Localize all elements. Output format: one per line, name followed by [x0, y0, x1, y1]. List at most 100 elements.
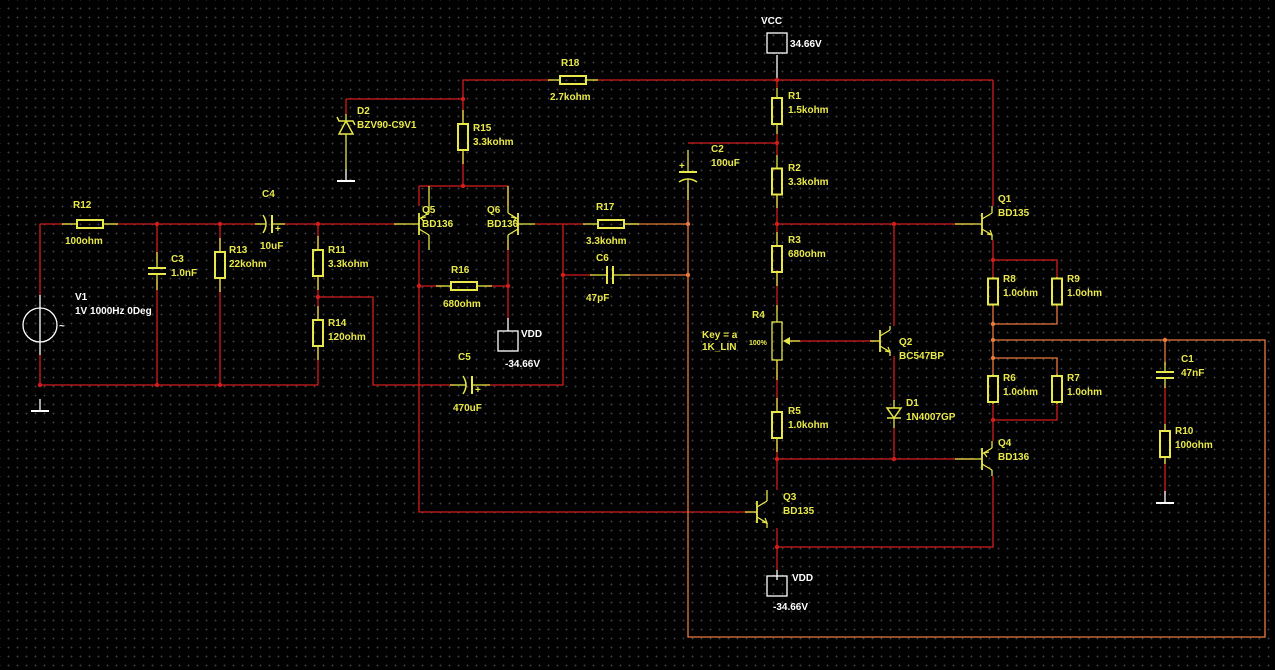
- emitter-arrow: [884, 346, 891, 353]
- polarity-plus: +: [679, 161, 685, 172]
- junction-dot: [154, 382, 160, 388]
- lead: [756, 516, 768, 524]
- capacitor-value: 10uF: [260, 241, 283, 252]
- resistor-body: [450, 281, 478, 291]
- source-ref: V1: [75, 292, 88, 303]
- resistor-body: [1159, 430, 1171, 458]
- resistor-value: 3.3kohm: [473, 137, 514, 148]
- resistor-r5[interactable]: R51.0kohm: [771, 398, 829, 452]
- polarity-plus: +: [275, 224, 281, 235]
- resistor-r1[interactable]: R11.5kohm: [771, 88, 829, 134]
- resistor-r11[interactable]: R11 3.3kohm: [312, 236, 369, 290]
- capacitor-c4[interactable]: + C4 10uF: [255, 189, 285, 252]
- capacitor-c3[interactable]: C31.0nF: [148, 252, 197, 290]
- junction-dot: [774, 77, 780, 83]
- resistor-ref: R10: [1175, 426, 1194, 437]
- resistor-body: [457, 123, 469, 151]
- resistor-ref: R13: [229, 245, 248, 256]
- resistor-body: [1051, 277, 1063, 306]
- lead: [879, 345, 891, 353]
- supply-name: VDD: [521, 329, 542, 340]
- junction-dot: [990, 337, 996, 343]
- junction-dot: [685, 272, 691, 278]
- resistor-r8[interactable]: R81.0ohm: [987, 274, 1038, 306]
- resistor-value: 22kohm: [229, 259, 267, 270]
- emitter-arrow: [419, 216, 427, 223]
- resistor-body: [771, 97, 783, 125]
- junction-dot: [685, 221, 691, 227]
- resistor-ref: R12: [73, 200, 92, 211]
- supply-box: [766, 575, 788, 597]
- supply-vdd-lower[interactable]: VDD-34.66V: [766, 573, 813, 613]
- wire: [39, 355, 318, 386]
- transistor-value: BD136: [998, 452, 1030, 463]
- capacitor-ref: C4: [262, 189, 275, 200]
- resistor-ref: R11: [328, 245, 346, 256]
- resistor-r7[interactable]: R7 1.0ohm: [1051, 373, 1102, 404]
- emitter-arrow: [986, 229, 993, 236]
- pot-value: 1K_LIN: [702, 342, 736, 353]
- resistor-value: 1.0ohm: [1067, 387, 1102, 398]
- lead: [981, 212, 993, 220]
- resistor-body: [559, 75, 587, 85]
- junction-dot: [990, 321, 996, 327]
- resistor-ref: R14: [328, 318, 347, 329]
- resistor-ref: R7: [1067, 373, 1080, 384]
- resistor-body: [312, 249, 324, 277]
- supply-vdd-upper[interactable]: VDD -34.66V: [497, 329, 542, 370]
- transistor-value: BD135: [998, 208, 1030, 219]
- pot-body: [771, 321, 783, 361]
- zener-bar: [336, 116, 356, 126]
- resistor-value: 3.3kohm: [328, 259, 369, 270]
- resistor-ref: R6: [1003, 373, 1016, 384]
- resistor-body: [1051, 375, 1063, 403]
- resistor-r9[interactable]: R91.0ohm: [1051, 274, 1102, 306]
- supply-name: VDD: [792, 573, 813, 584]
- resistor-r6[interactable]: R61.0ohm: [987, 373, 1038, 404]
- junction-dot: [505, 283, 511, 289]
- pot-ref: R4: [752, 310, 765, 321]
- supply-name: VCC: [761, 16, 782, 27]
- transistor-ref: Q6: [487, 205, 501, 216]
- resistor-value: 1.0kohm: [788, 420, 829, 431]
- resistor-value: 1.0ohm: [1003, 288, 1038, 299]
- resistor-value: 2.7kohm: [550, 92, 591, 103]
- resistor-body: [597, 219, 625, 229]
- supply-voltage: -34.66V: [505, 359, 540, 370]
- resistor-ref: R9: [1067, 274, 1080, 285]
- polarity-plus: +: [475, 385, 481, 396]
- resistor-r13[interactable]: R13 22kohm: [214, 238, 267, 292]
- resistor-body: [987, 277, 999, 306]
- diode-ref: D1: [906, 398, 919, 409]
- transistor-value: BD135: [783, 506, 815, 517]
- wire: [462, 79, 553, 99]
- wire: [687, 183, 1266, 638]
- resistor-ref: R1: [788, 91, 801, 102]
- resistor-r2[interactable]: R23.3kohm: [771, 155, 829, 208]
